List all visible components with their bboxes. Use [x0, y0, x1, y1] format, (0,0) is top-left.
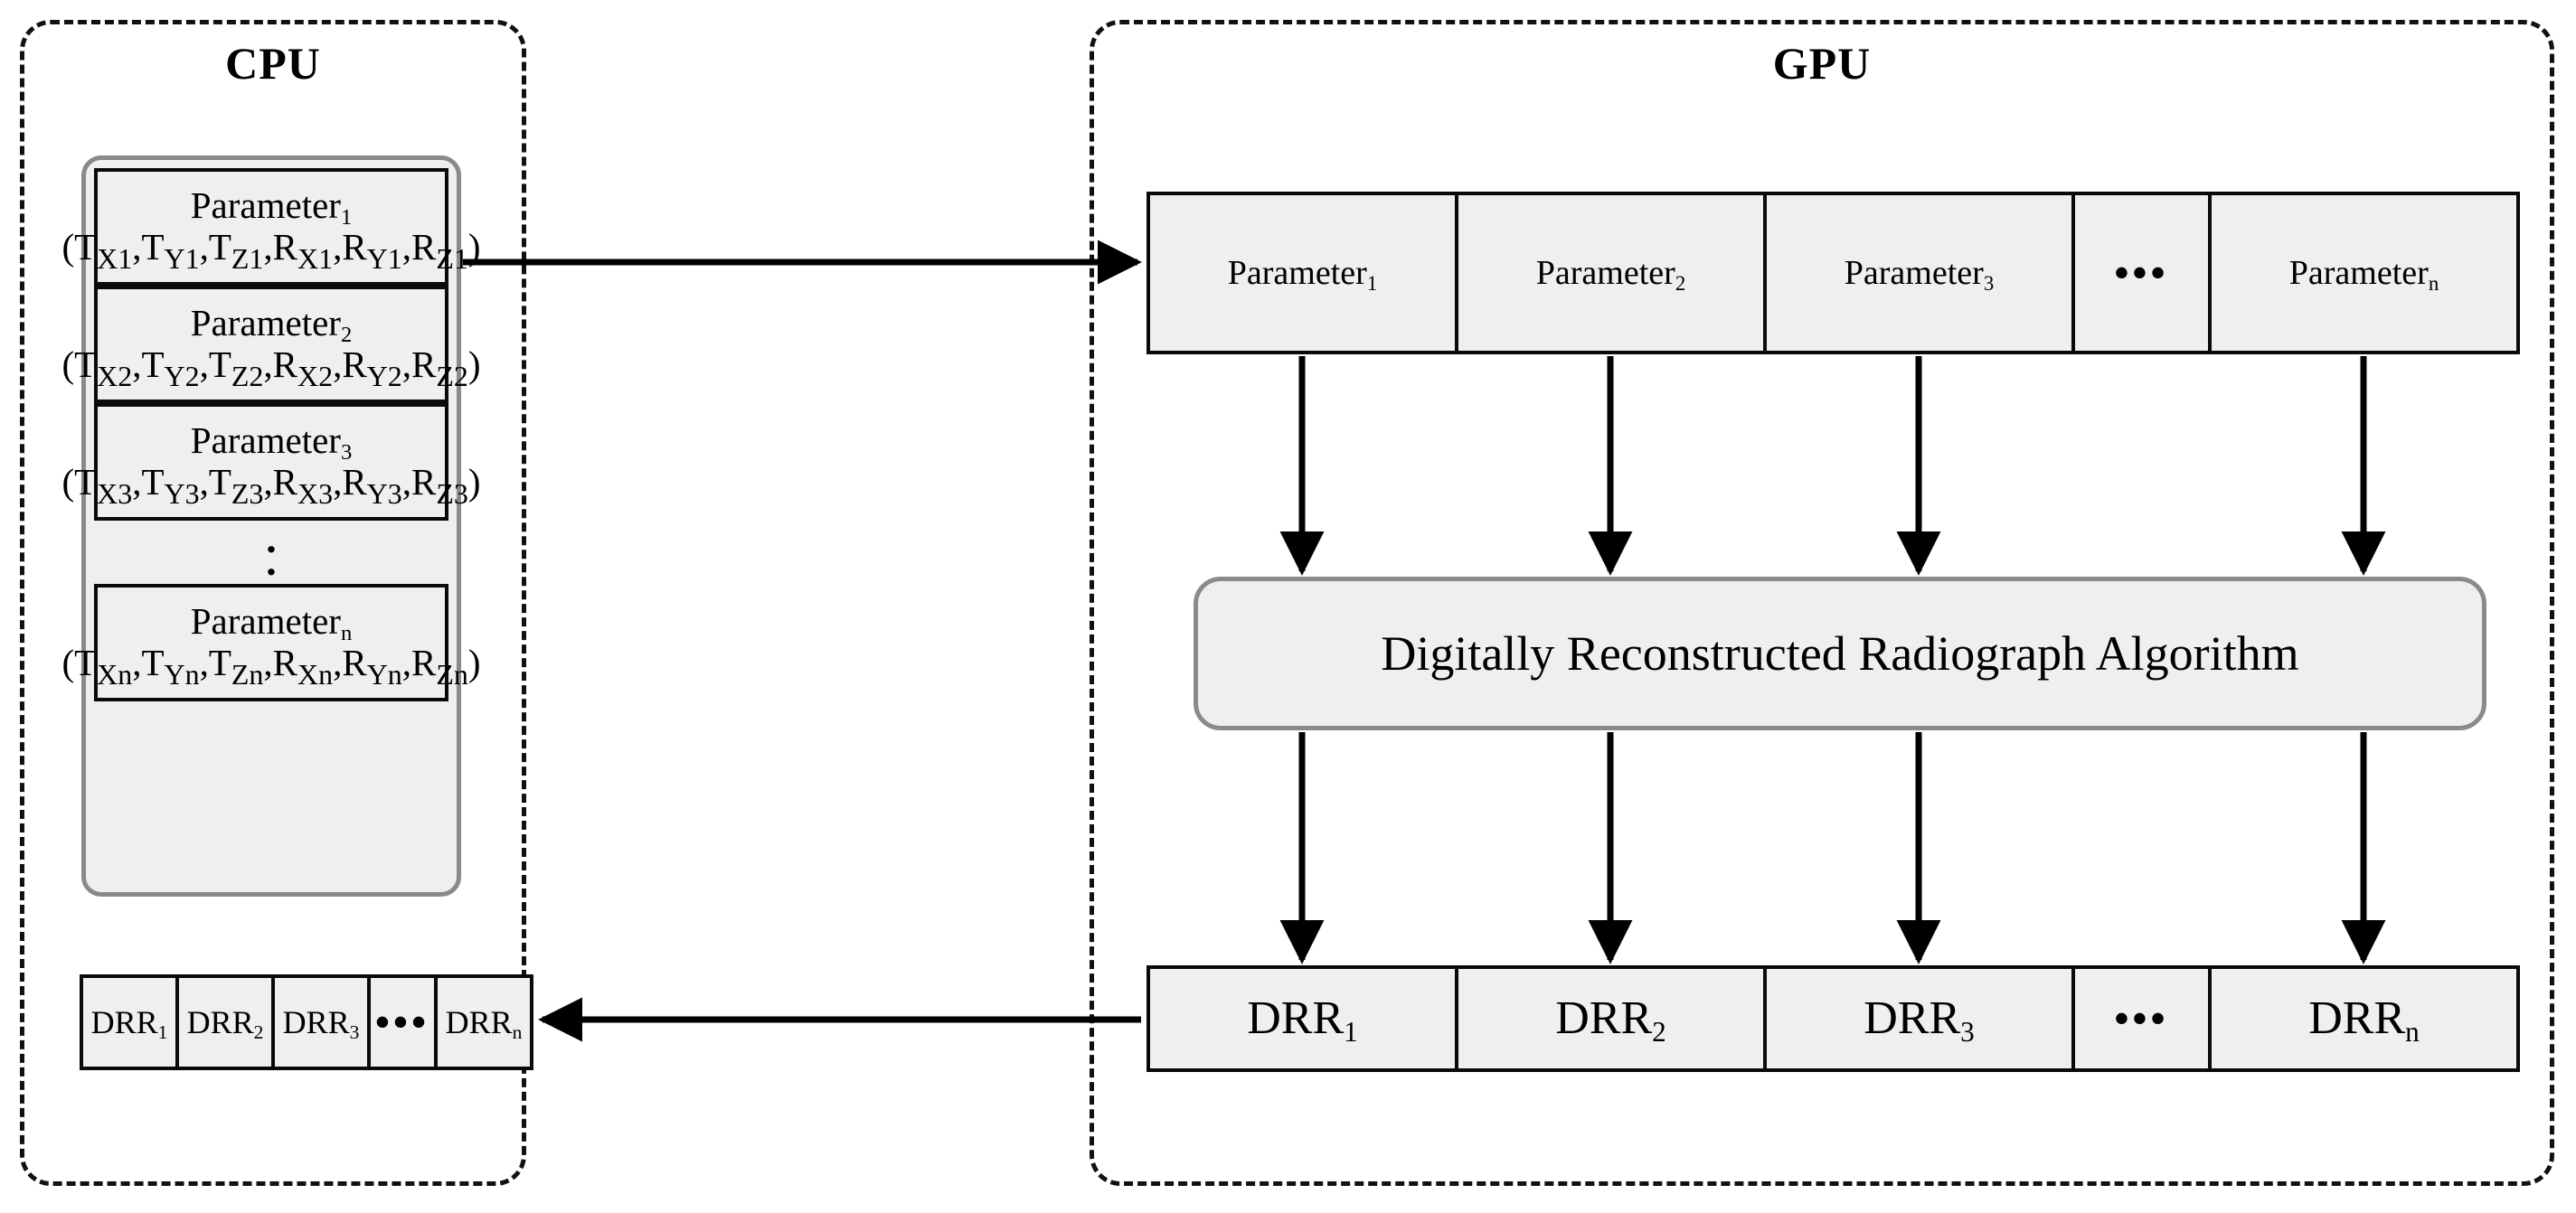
gpu-drr-ellipsis-cell: •••: [2071, 965, 2212, 1072]
gpu-drr-label-1: DRR1: [1247, 992, 1358, 1048]
cpu-parameter-box-1[interactable]: Parameter1 (TX1,TY1,TZ1,RX1,RY1,RZ1): [61, 168, 481, 286]
gpu-drr-cell-2[interactable]: DRR2: [1455, 965, 1767, 1072]
drr-algorithm-box[interactable]: Digitally Reconstructed Radiograph Algor…: [1194, 577, 2486, 730]
gpu-region: [1090, 20, 2554, 1186]
cpu-drr-label-n: DRRn: [445, 1003, 523, 1044]
cpu-drr-cell-1[interactable]: DRR1: [80, 974, 179, 1070]
horizontal-ellipsis-icon: •••: [2114, 995, 2169, 1041]
cpu-parameter-box-n[interactable]: Parametern (TXn,TYn,TZn,RXn,RYn,RZn): [61, 584, 481, 701]
cpu-region-title: CPU: [225, 38, 321, 89]
gpu-drr-label-2: DRR2: [1555, 992, 1666, 1048]
cpu-drr-label-2: DRR2: [186, 1003, 264, 1044]
gpu-parameter-label-1: Parameter1: [1227, 253, 1378, 295]
gpu-parameter-cell-3[interactable]: Parameter3: [1763, 192, 2075, 354]
gpu-drr-cell-1[interactable]: DRR1: [1146, 965, 1458, 1072]
gpu-parameter-label-2: Parameter2: [1535, 253, 1686, 295]
cpu-parameter-title-n: Parametern: [190, 600, 353, 646]
cpu-drr-cell-3[interactable]: DRR3: [271, 974, 371, 1070]
gpu-parameter-label-n: Parametern: [2288, 253, 2439, 295]
cpu-parameter-tuple-2: (TX2,TY2,TZ2,RX2,RY2,RZ2): [61, 343, 481, 392]
cpu-drr-cell-2[interactable]: DRR2: [175, 974, 275, 1070]
cpu-drr-label-1: DRR1: [90, 1003, 168, 1044]
cpu-parameter-box-3[interactable]: Parameter3 (TX3,TY3,TZ3,RX3,RY3,RZ3): [61, 403, 481, 521]
gpu-parameter-ellipsis-cell: •••: [2071, 192, 2212, 354]
cpu-region: [20, 20, 526, 1186]
cpu-parameter-tuple-1: (TX1,TY1,TZ1,RX1,RY1,RZ1): [61, 226, 481, 275]
gpu-drr-cell-n[interactable]: DRRn: [2208, 965, 2520, 1072]
gpu-region-title: GPU: [1772, 38, 1872, 89]
cpu-parameter-title-3: Parameter3: [190, 419, 353, 465]
cpu-parameter-tuple-3: (TX3,TY3,TZ3,RX3,RY3,RZ3): [61, 461, 481, 510]
gpu-parameter-cell-1[interactable]: Parameter1: [1146, 192, 1458, 354]
horizontal-ellipsis-icon: •••: [374, 999, 430, 1045]
cpu-parameter-title-1: Parameter1: [190, 184, 353, 230]
cpu-parameter-tuple-n: (TXn,TYn,TZn,RXn,RYn,RZn): [61, 642, 481, 691]
gpu-drr-label-3: DRR3: [1864, 992, 1975, 1048]
gpu-drr-label-n: DRRn: [2308, 992, 2420, 1048]
cpu-drr-cell-n[interactable]: DRRn: [434, 974, 533, 1070]
cpu-parameter-box-2[interactable]: Parameter2 (TX2,TY2,TZ2,RX2,RY2,RZ2): [61, 286, 481, 403]
gpu-parameter-cell-n[interactable]: Parametern: [2208, 192, 2520, 354]
gpu-drr-cell-3[interactable]: DRR3: [1763, 965, 2075, 1072]
gpu-parameter-label-3: Parameter3: [1844, 253, 1995, 295]
cpu-parameter-title-2: Parameter2: [190, 302, 353, 348]
cpu-drr-label-3: DRR3: [282, 1003, 360, 1044]
gpu-parameter-cell-2[interactable]: Parameter2: [1455, 192, 1767, 354]
horizontal-ellipsis-icon: •••: [2114, 249, 2169, 296]
cpu-drr-ellipsis-cell: •••: [367, 974, 438, 1070]
drr-algorithm-label: Digitally Reconstructed Radiograph Algor…: [1381, 626, 2299, 681]
